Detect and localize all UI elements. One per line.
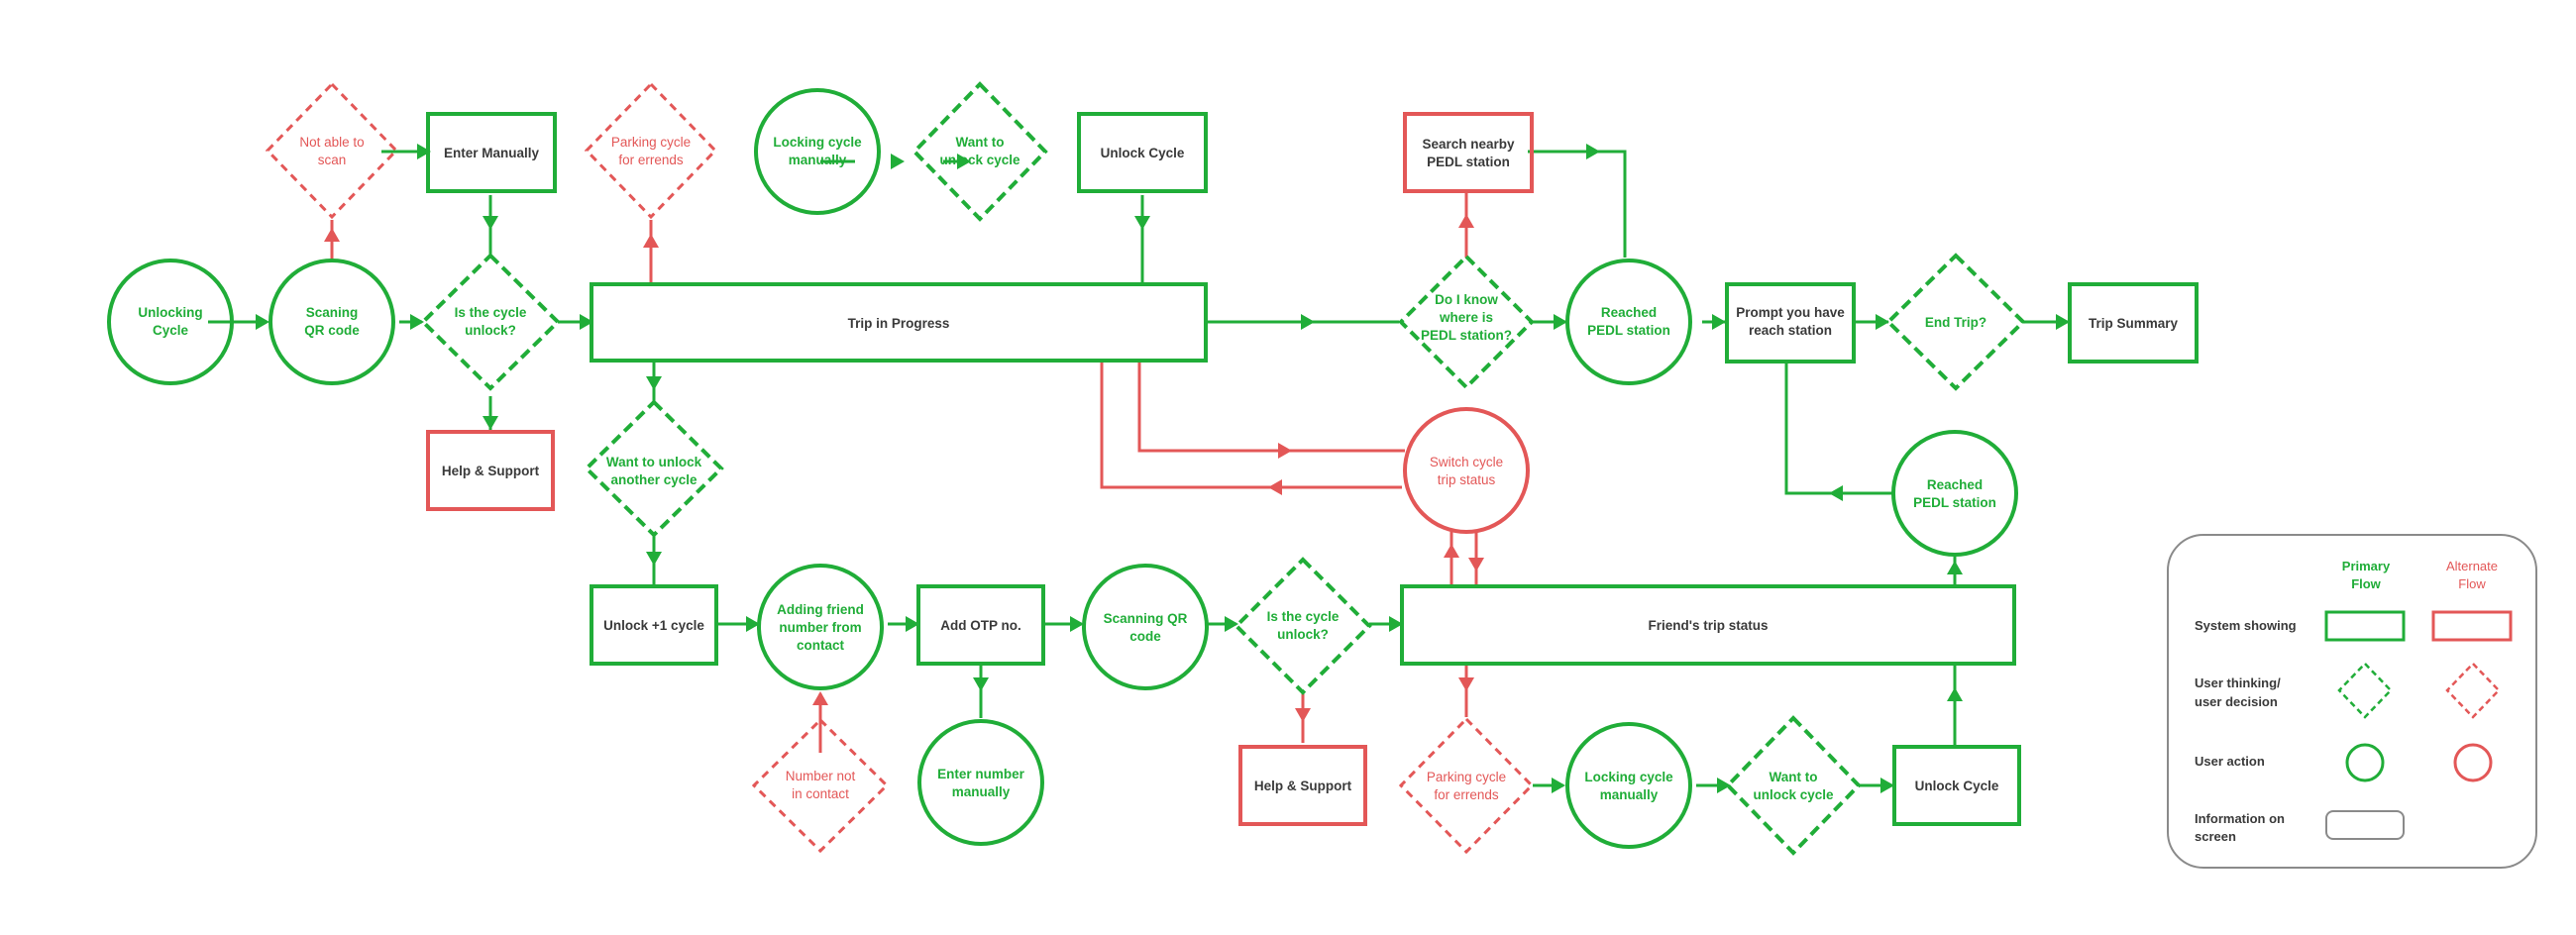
legend-primary-action-circle (2345, 743, 2385, 782)
legend-primary-system-box (2324, 610, 2406, 642)
legend-user-thinking-label: User thinking/user decision (2195, 675, 2281, 709)
node-help-support-1: Help & Support (426, 430, 555, 511)
svg-text:Unlock Cycle: Unlock Cycle (1101, 146, 1185, 160)
svg-text:Help & Support: Help & Support (1254, 779, 1352, 793)
svg-text:Unlock +1 cycle: Unlock +1 cycle (603, 618, 704, 633)
legend-alternate-decision-diamond (2445, 662, 2501, 719)
legend-alternate-action-circle (2453, 743, 2493, 782)
legend-alternate-system-box (2431, 610, 2513, 642)
connectors (208, 144, 2070, 793)
legend-frame (2167, 534, 2537, 869)
node-unlock-cycle-1: Unlock Cycle (1077, 112, 1208, 193)
svg-text:Help & Support: Help & Support (442, 464, 540, 478)
svg-text:Friend's trip status: Friend's trip status (1649, 618, 1769, 633)
node-enter-manually: Enter Manually (426, 112, 557, 193)
legend-information-box (2325, 810, 2405, 840)
node-friends-trip-status: Friend's trip status (1400, 584, 2016, 666)
node-unlock-cycle-2: Unlock Cycle (1892, 745, 2021, 826)
node-help-support-2: Help & Support (1238, 745, 1367, 826)
node-add-otp: Add OTP no. (916, 584, 1045, 666)
legend-user-action-label: User action (2195, 754, 2265, 769)
svg-text:Add OTP no.: Add OTP no. (940, 618, 1021, 633)
node-end-trip: End Trip? (1885, 253, 2026, 391)
svg-text:Enter Manually: Enter Manually (444, 146, 540, 160)
svg-text:Unlock Cycle: Unlock Cycle (1915, 779, 1999, 793)
legend-system-showing-label: System showing (2195, 618, 2297, 633)
svg-text:Trip Summary: Trip Summary (2089, 316, 2179, 331)
node-trip-in-progress: Trip in Progress (590, 282, 1208, 363)
legend-primary-decision-diamond (2337, 662, 2393, 719)
svg-text:End Trip?: End Trip? (1925, 315, 1986, 330)
svg-text:Trip in Progress: Trip in Progress (848, 316, 950, 331)
node-trip-summary: Trip Summary (2068, 282, 2199, 364)
node-unlock-plus-one: Unlock +1 cycle (590, 584, 718, 666)
